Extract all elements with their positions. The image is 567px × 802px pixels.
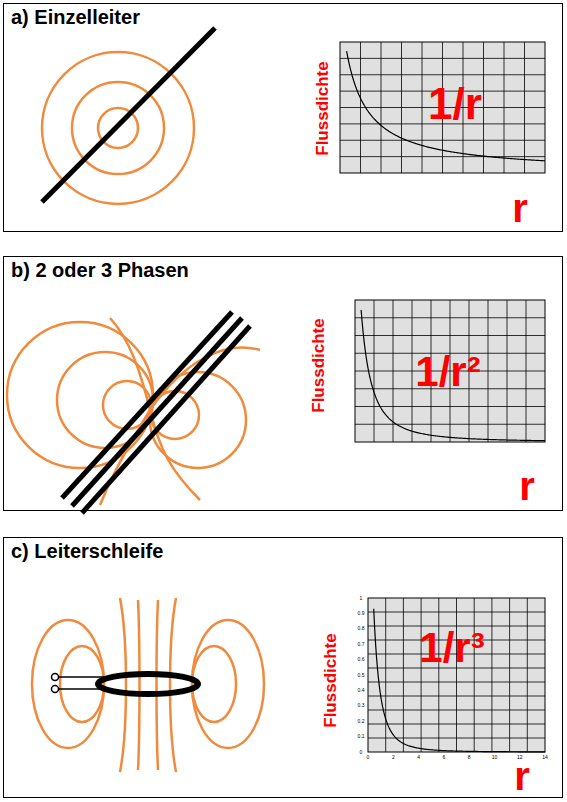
axis-title: r	[512, 188, 528, 228]
tick-label: 0.6	[358, 657, 365, 662]
tick-label: 0.8	[358, 626, 365, 631]
tick-label: 0.2	[358, 719, 365, 724]
tick-label: 0.5	[358, 673, 365, 678]
tick-label: 0.9	[358, 611, 365, 616]
axis-title: Flussdichte	[314, 61, 331, 155]
tick-label: 0.4	[358, 688, 365, 693]
formula: 1/r	[428, 82, 482, 126]
formula: 1/r³	[419, 627, 484, 669]
tick-label: 2	[392, 755, 395, 760]
conductor-loop	[98, 674, 198, 694]
field-lines	[32, 598, 264, 772]
tick-label: 12	[517, 755, 523, 760]
panel-heading: b) 2 oder 3 Phasen	[11, 259, 189, 282]
tick-label: 14	[542, 755, 548, 760]
axis-title: Flussdichte	[322, 633, 339, 727]
axis-title: Flussdichte	[310, 318, 327, 412]
flux-curve	[374, 609, 545, 752]
flux-chart	[368, 598, 545, 752]
tick-label: 8	[468, 755, 471, 760]
conductor	[42, 28, 215, 202]
tick-label: 0.1	[358, 734, 365, 739]
tick-label: 0	[360, 750, 363, 755]
tick-label: 0	[367, 755, 370, 760]
axis-title: r	[514, 756, 530, 796]
axis-title: r	[519, 466, 535, 506]
tick-label: 10	[492, 755, 498, 760]
field-lines	[7, 318, 260, 505]
flux-chart	[355, 300, 545, 442]
flux-curve	[347, 51, 545, 161]
tick-label: 0.3	[358, 703, 365, 708]
panel-heading: c) Leiterschleife	[11, 540, 163, 563]
tick-label: 4	[417, 755, 420, 760]
panel-heading: a) Einzelleiter	[11, 6, 140, 29]
tick-label: 6	[442, 755, 445, 760]
formula: 1/r²	[415, 351, 480, 393]
flux-curve	[361, 310, 545, 441]
tick-label: 1	[360, 596, 363, 601]
flux-chart	[340, 42, 545, 173]
tick-label: 0.7	[358, 642, 365, 647]
conductors	[62, 312, 250, 513]
